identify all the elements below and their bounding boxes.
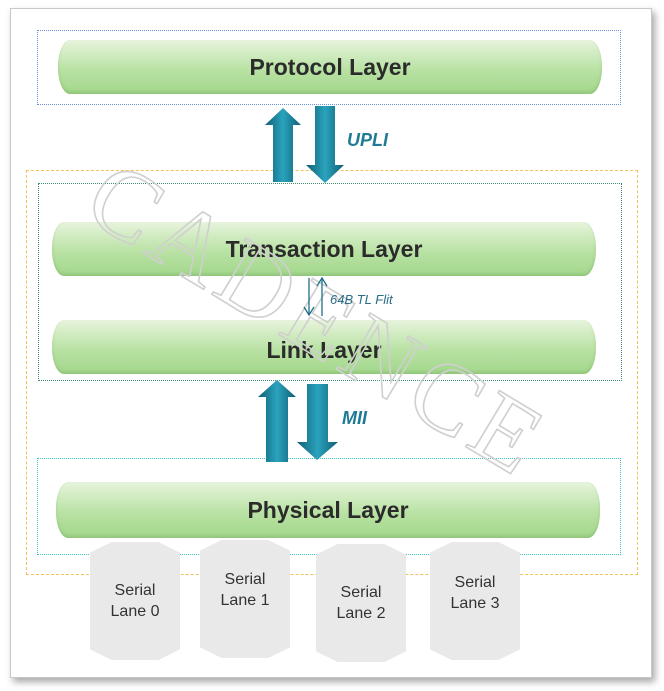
link-layer: Link Layer [52,320,596,374]
lane-line2: Lane 2 [336,605,386,622]
upli-down-arrow [306,106,344,183]
flit-up-arrow [316,276,328,316]
lane-line1: Serial [114,582,156,599]
flit-label: 64B TL Flit [330,292,393,307]
mii-down-arrow [297,384,338,460]
flit-down-arrow [303,278,315,317]
serial-lane-0: Serial Lane 0 [90,542,180,660]
lane-line2: Lane 1 [220,592,270,609]
protocol-layer: Protocol Layer [58,40,602,94]
upli-label: UPLI [347,130,389,150]
physical-layer-label: Physical Layer [247,496,409,523]
lane-line2: Lane 0 [110,603,160,620]
upli-up-arrow [265,108,301,182]
lane-line1: Serial [340,584,382,601]
lane-line1: Serial [454,574,496,591]
physical-layer: Physical Layer [56,482,600,538]
serial-lane-3: Serial Lane 3 [430,542,520,660]
lane-line1: Serial [224,571,266,588]
transaction-layer: Transaction Layer [52,222,596,276]
serial-lane-2: Serial Lane 2 [316,544,406,662]
mii-label: MII [342,408,367,428]
stack-group-box [38,183,622,381]
mii-up-arrow [258,380,296,462]
transaction-layer-label: Transaction Layer [225,235,423,262]
protocol-layer-label: Protocol Layer [249,53,411,80]
link-layer-label: Link Layer [266,336,382,363]
serial-lane-1: Serial Lane 1 [200,540,290,658]
lane-line2: Lane 3 [450,595,500,612]
protocol-group-box [37,30,621,105]
